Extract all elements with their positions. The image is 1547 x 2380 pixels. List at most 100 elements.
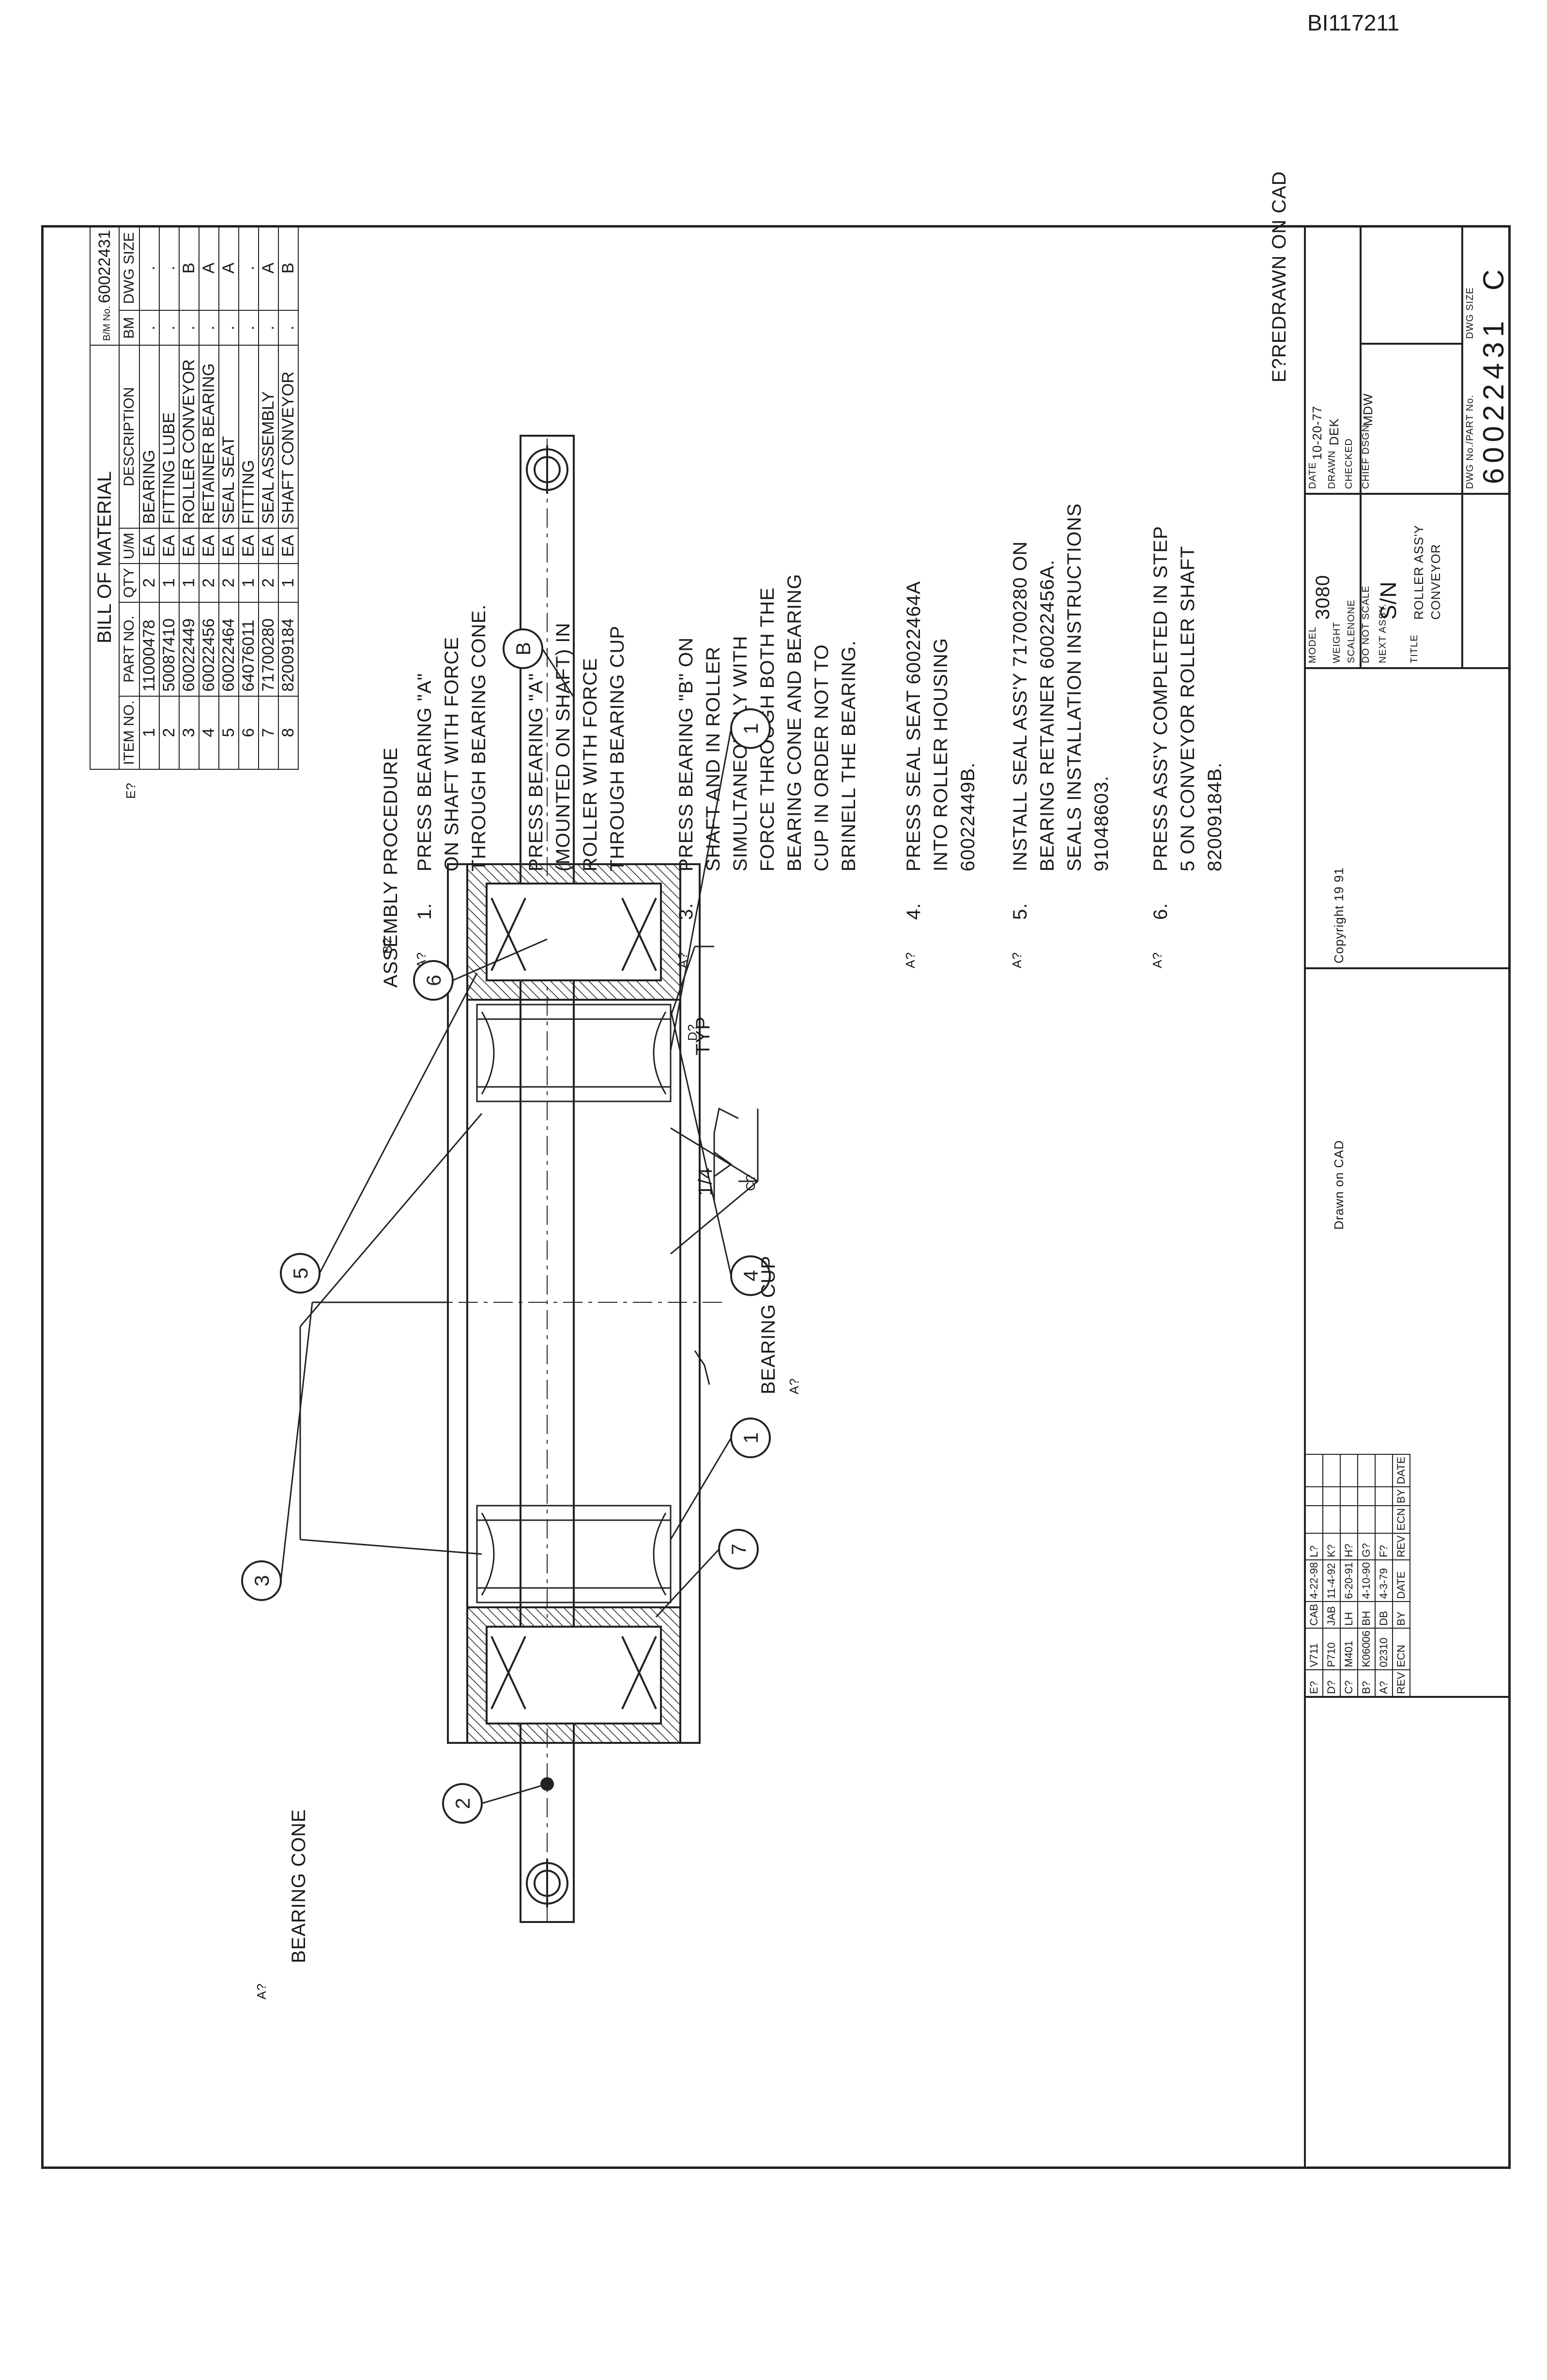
- callout-balloon: [730, 1418, 771, 1458]
- model-label: MODEL: [1307, 626, 1318, 663]
- callout-balloon-label: 1: [739, 1432, 762, 1443]
- revision-cell: L?: [1305, 1533, 1323, 1560]
- callout-balloon: [718, 1529, 759, 1570]
- drawing-size: C: [1477, 269, 1510, 290]
- revision-cell: [1340, 1486, 1358, 1506]
- revision-header-cell: BY: [1393, 1486, 1410, 1506]
- revision-cell: [1375, 1486, 1393, 1506]
- callout-balloon-label: 7: [727, 1543, 750, 1555]
- revision-cell: DB: [1375, 1601, 1393, 1628]
- callout-balloon-label: 1: [739, 723, 762, 734]
- bearing-right: [476, 1004, 672, 1102]
- revision-cell: 4-10-90: [1358, 1559, 1375, 1602]
- callout-balloon-label: 6: [422, 975, 445, 986]
- dwg-size-label: DWG SIZE: [1465, 287, 1475, 339]
- callout-balloon: [730, 1255, 771, 1296]
- drawing-number: 60022431: [1477, 316, 1510, 484]
- revision-cell: [1340, 1506, 1358, 1533]
- revision-cell: [1358, 1454, 1375, 1487]
- revision-cell: JAB: [1323, 1601, 1340, 1628]
- weight-label: WEIGHT: [1332, 622, 1342, 663]
- drawing-date: 10-20-77: [1310, 405, 1324, 460]
- rev-mark-cup: A?: [787, 1378, 801, 1394]
- revision-header-cell: DATE: [1393, 1454, 1410, 1487]
- callout-balloon: [442, 1783, 483, 1824]
- drawn-label: DRAWN: [1327, 450, 1337, 489]
- revision-cell: [1375, 1506, 1393, 1533]
- revision-header-cell: ECN: [1393, 1506, 1410, 1533]
- revision-cell: 4-3-79: [1375, 1559, 1393, 1602]
- revision-cell: M401: [1340, 1628, 1358, 1670]
- revision-cell: [1375, 1454, 1393, 1487]
- revision-header-cell: REV: [1393, 1669, 1410, 1696]
- title-block: E?REDRAWN ON CAD Copyright 19 91 Drawn o…: [1186, 171, 1511, 2169]
- rev-mark-d: D?: [685, 1023, 700, 1041]
- chief-designer-label: CHIEF DSGN: [1361, 424, 1371, 489]
- callout-balloon: [730, 708, 771, 749]
- callout-balloon: [280, 1253, 321, 1294]
- callout-balloon-label: B: [512, 642, 535, 656]
- revision-cell: 6-20-91: [1340, 1559, 1358, 1602]
- model-number: 3080: [1312, 575, 1333, 620]
- revision-cell: 02310: [1375, 1628, 1393, 1670]
- label-bearing-cup: BEARING CUP: [758, 1255, 779, 1394]
- revision-header-cell: REV: [1393, 1533, 1410, 1560]
- redrawn-note: E?REDRAWN ON CAD: [1269, 171, 1290, 382]
- revision-cell: K06006: [1358, 1628, 1375, 1670]
- revision-cell: BH: [1358, 1601, 1375, 1628]
- rev-mark-drawing-b: B?: [380, 937, 395, 954]
- callout-balloon: [241, 1560, 282, 1601]
- drawing-title: ROLLER ASS'Y: [1411, 524, 1426, 620]
- revision-cell: F?: [1375, 1533, 1393, 1560]
- drawn-by: DEK: [1327, 418, 1341, 445]
- revision-cell: LH: [1340, 1601, 1358, 1628]
- revision-cell: V711: [1305, 1628, 1323, 1670]
- scale-label: SCALE: [1346, 629, 1357, 663]
- rev-mark-drawing: A?: [254, 1983, 269, 1999]
- revision-cell: B?: [1358, 1669, 1375, 1696]
- revision-cell: G?: [1358, 1533, 1375, 1560]
- label-bearing-cone: BEARING CONE: [288, 1809, 309, 1963]
- revision-cell: 11-4-92: [1323, 1559, 1340, 1602]
- chief-designer: MDW: [1361, 393, 1375, 426]
- callout-balloon: [413, 960, 454, 1001]
- revision-cell: [1323, 1486, 1340, 1506]
- dwg-no-label: DWG No./PART No.: [1465, 395, 1475, 489]
- revision-cell: K?: [1323, 1533, 1340, 1560]
- revision-cell: P710: [1323, 1628, 1340, 1670]
- revision-cell: A?: [1375, 1669, 1393, 1696]
- revision-cell: [1305, 1506, 1323, 1533]
- revision-cell: [1358, 1486, 1375, 1506]
- serial-number: S/N: [1376, 581, 1401, 620]
- revision-cell: D?: [1323, 1669, 1340, 1696]
- rotated-drawing-sheet: BILL OF MATERIAL B/M No. 60022431 ITEM N…: [41, 171, 1511, 2169]
- revision-cell: C?: [1340, 1669, 1358, 1696]
- revision-header-cell: DATE: [1393, 1559, 1410, 1602]
- weld-size: 1/4: [695, 1167, 716, 1196]
- revision-cell: [1305, 1454, 1323, 1487]
- callout-balloon-label: 2: [451, 1798, 474, 1809]
- callout-balloon-label: 5: [289, 1267, 312, 1279]
- drawing-sheet-border: [41, 225, 1511, 2169]
- rev-mark-c: C?: [743, 1174, 758, 1191]
- bearing-left: [476, 1505, 672, 1603]
- callout-balloon-label: 4: [739, 1270, 762, 1281]
- scale-value: NONE: [1346, 599, 1357, 629]
- drawn-on-cad: Drawn on CAD: [1332, 1140, 1346, 1230]
- checked-label: CHECKED: [1344, 438, 1354, 489]
- revision-cell: [1358, 1506, 1375, 1533]
- revision-cell: H?: [1340, 1533, 1358, 1560]
- revision-cell: [1323, 1506, 1340, 1533]
- document-id: BI117211: [1307, 10, 1400, 35]
- revision-cell: [1323, 1454, 1340, 1487]
- title-label: TITLE: [1409, 634, 1420, 663]
